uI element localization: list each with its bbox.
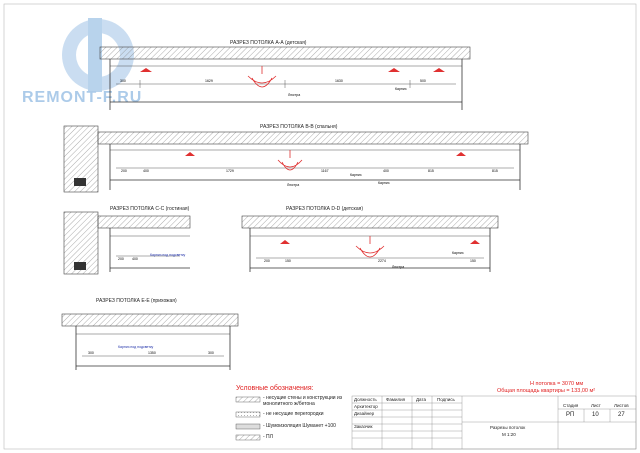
slab-ee <box>61 313 239 327</box>
dim-dd-3: 2274 <box>378 259 386 263</box>
dim-aa-3: 1630 <box>335 79 343 83</box>
dim-bb-3: 1729 <box>226 169 234 173</box>
lamp-fixture <box>74 262 86 270</box>
tb-col-signature: Подпись <box>437 397 455 402</box>
legend-swatch-insulation <box>235 423 261 430</box>
dim-dd-1: 200 <box>264 259 270 263</box>
tb-scale: М 1:20 <box>502 432 516 437</box>
tb-stage-value: РП <box>566 412 575 418</box>
slab-bb <box>97 131 529 145</box>
lamp-icon <box>280 240 480 244</box>
lamp-icon <box>185 152 466 156</box>
note-aa-cornice: Карниз <box>395 87 407 91</box>
dim-ee-2: 1350 <box>148 351 156 355</box>
dim-dd-2: 150 <box>285 259 291 263</box>
note-bb-cornice-2: Карниз <box>378 181 390 185</box>
note-bb-chandelier: Люстра <box>287 183 299 187</box>
chandelier-icon <box>355 236 385 258</box>
tb-stage-header: Стадия <box>563 403 579 408</box>
section-aa-title: РАЗРЕЗ ПОТОЛКА А-А (детская) <box>230 40 307 46</box>
legend-item-partition: - не несущие перегородки <box>263 411 324 417</box>
dim-ee-3: 300 <box>208 351 214 355</box>
lamp-fixture <box>74 178 86 186</box>
dim-aa-2: 1629 <box>205 79 213 83</box>
tb-col-surname: Фамилия <box>386 397 406 402</box>
note-dd-chandelier: Люстра <box>392 265 404 269</box>
legend-title: Условные обозначения: <box>236 385 314 392</box>
dim-cc-2: 400 <box>132 257 138 261</box>
tb-sheets-header: Листов <box>614 403 629 408</box>
chandelier-icon <box>277 150 303 171</box>
dim-cc-1: 200 <box>118 257 124 261</box>
legend-swatch-partition <box>235 411 261 418</box>
legend-item-insulation: - Шумоизоляция Шуманет +100 <box>263 423 336 429</box>
dim-bb-4: 1167 <box>321 169 329 173</box>
tb-role-architect: Архитектор <box>354 404 378 409</box>
chandelier-icon <box>247 66 277 88</box>
legend-swatch-concrete <box>235 396 261 403</box>
section-cc-title: РАЗРЕЗ ПОТОЛКА С-С (гостиная) <box>110 206 190 212</box>
tb-sheet-name: Разрезы потолок <box>490 425 526 430</box>
lamp-icon <box>140 68 445 72</box>
sheet-border <box>3 3 637 450</box>
dim-bb-2: 400 <box>143 169 149 173</box>
watermark-text: REMONT-F.RU <box>22 89 142 106</box>
legend-item-pl: - ПЛ <box>263 434 273 440</box>
note-cc-cornice: Карниз под подсветку <box>150 253 186 257</box>
dim-bb-5: 400 <box>383 169 389 173</box>
title-block-grid <box>351 395 637 450</box>
dim-bb-6: 815 <box>428 169 434 173</box>
note-aa-chandelier: Люстра <box>288 93 300 97</box>
ceiling-height: Н потолка = 3070 мм <box>530 381 584 387</box>
dim-bb-7: 815 <box>492 169 498 173</box>
note-dd-cornice: Карниз <box>452 251 464 255</box>
tb-sheets-value: 27 <box>618 412 625 418</box>
dim-ee-1: 300 <box>88 351 94 355</box>
slab-aa <box>99 46 471 60</box>
section-bb: РАЗРЕЗ ПОТОЛКА В-В (спальня) 200 400 172… <box>63 124 529 193</box>
dim-dd-4: 150 <box>470 259 476 263</box>
section-bb-title: РАЗРЕЗ ПОТОЛКА В-В (спальня) <box>260 124 338 130</box>
note-ee-cornice: Карниз под подсветку <box>118 345 154 349</box>
tb-role-position: Должность <box>354 397 377 402</box>
total-area: Общая площадь квартиры = 133,00 м² <box>497 388 596 394</box>
section-ee-title: РАЗРЕЗ ПОТОЛКА Е-Е (прихожая) <box>96 298 177 304</box>
legend-item-concrete: - несущие стены и конструкции из монолит… <box>263 395 343 407</box>
slab-dd <box>241 215 499 229</box>
section-aa: РАЗРЕЗ ПОТОЛКА А-А (детская) 300 1629 16… <box>99 40 471 110</box>
tb-col-date: Дата <box>416 397 426 402</box>
tb-sheet-value: 10 <box>592 412 599 418</box>
tb-role-customer: Заказчик <box>354 424 373 429</box>
legend-swatch-pl <box>235 434 261 441</box>
dim-bb-1: 200 <box>121 169 127 173</box>
section-dd-title: РАЗРЕЗ ПОТОЛКА D-D (детская) <box>286 206 363 212</box>
note-bb-cornice-1: Карниз <box>350 173 362 177</box>
tb-role-designer: Дизайнер <box>354 411 375 416</box>
section-ee: РАЗРЕЗ ПОТОЛКА Е-Е (прихожая) 300 1350 3… <box>61 298 239 370</box>
watermark-logo: REMONT-F.RU <box>22 18 142 106</box>
dim-aa-4: 500 <box>420 79 426 83</box>
section-dd: РАЗРЕЗ ПОТОЛКА D-D (детская) 200 150 227… <box>241 206 499 272</box>
tb-sheet-header: Лист <box>591 403 601 408</box>
dim-aa-1: 300 <box>120 79 126 83</box>
section-cc: РАЗРЕЗ ПОТОЛКА С-С (гостиная) 200 400 Ка… <box>63 206 191 275</box>
slab-cc <box>97 215 191 229</box>
